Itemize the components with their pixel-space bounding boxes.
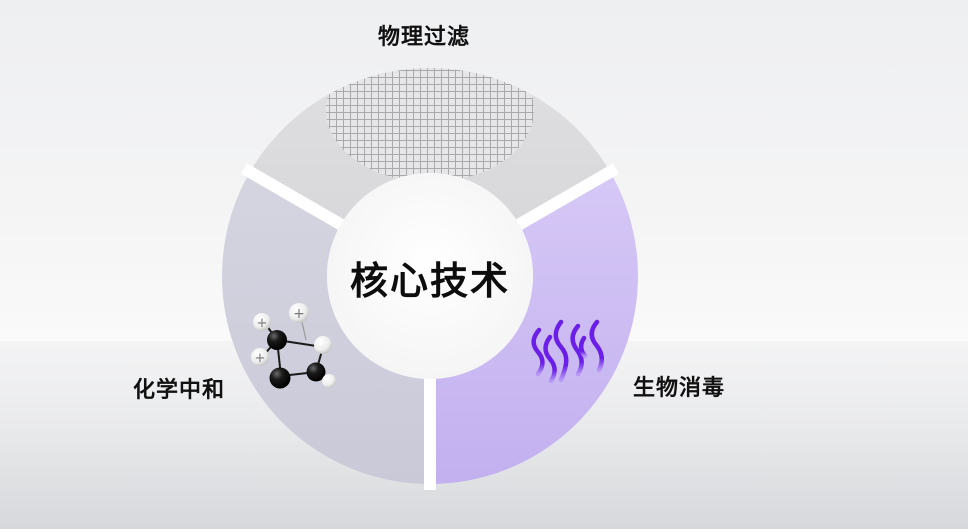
- center-title: 核心技术: [349, 259, 510, 303]
- molecule-icon: + + +: [251, 303, 336, 389]
- svg-text:+: +: [293, 306, 305, 322]
- label-physical-filtration: 物理过滤: [378, 25, 471, 50]
- mesh-filter-icon: [326, 68, 534, 182]
- svg-text:+: +: [257, 316, 268, 331]
- svg-text:+: +: [255, 351, 266, 366]
- center-circle: [327, 173, 533, 379]
- segment-biological-disinfection: [430, 172, 638, 484]
- label-chemical-neutralization: 化学中和: [133, 378, 226, 403]
- segment-chemical-neutralization: [222, 172, 430, 484]
- label-biological-disinfection: 生物消毒: [633, 376, 726, 401]
- heat-waves-icon: [531, 319, 604, 384]
